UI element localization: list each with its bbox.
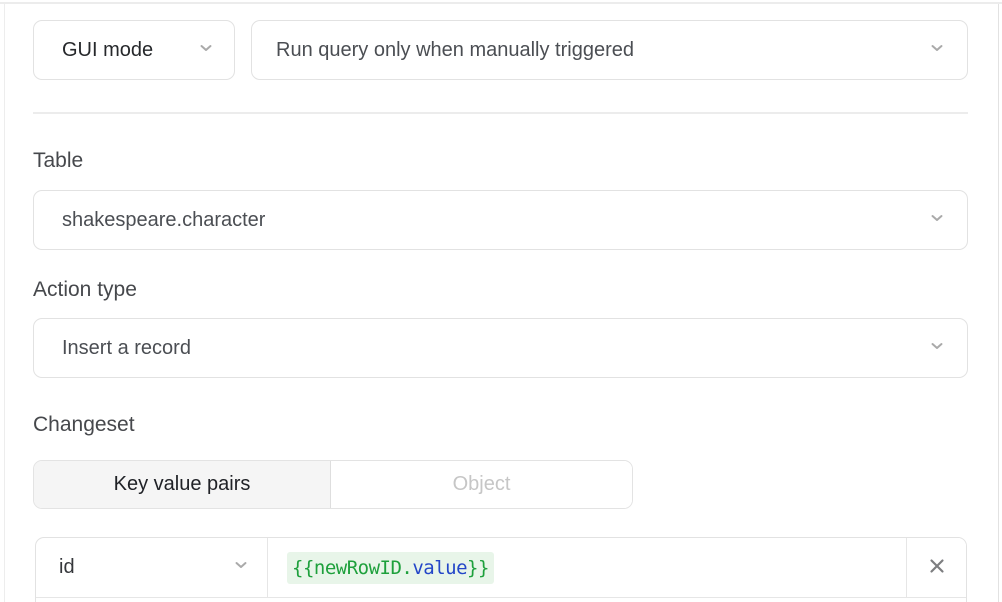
code-expression-chip: {{newRowID.value}} xyxy=(287,551,494,584)
query-settings-row: GUI mode Run query only when manually tr… xyxy=(33,20,968,80)
changeset-label: Changeset xyxy=(33,413,135,436)
remove-row-button[interactable] xyxy=(906,538,966,597)
changeset-key-value: id xyxy=(59,556,75,578)
section-divider xyxy=(33,112,968,114)
changeset-key-select[interactable]: id xyxy=(36,538,268,597)
panel-top-border xyxy=(0,2,1002,4)
table-select[interactable]: shakespeare.character xyxy=(33,190,968,250)
code-token: value xyxy=(412,556,468,579)
panel-left-border xyxy=(4,4,5,602)
close-icon xyxy=(926,555,948,580)
action-type-select[interactable]: Insert a record xyxy=(33,318,968,378)
changeset-format-toggle: Key value pairs Object xyxy=(33,460,633,509)
query-mode-value: GUI mode xyxy=(62,38,154,61)
code-token: }} xyxy=(467,556,489,579)
chevron-down-icon xyxy=(929,210,945,231)
changeset-rows-container: id {{newRowID.value}} xyxy=(35,537,967,602)
changeset-row: id {{newRowID.value}} xyxy=(36,538,966,598)
run-trigger-select[interactable]: Run query only when manually triggered xyxy=(251,20,968,80)
panel-right-border xyxy=(998,4,999,602)
run-trigger-value: Run query only when manually triggered xyxy=(276,38,634,61)
chevron-down-icon xyxy=(929,338,945,359)
toggle-object[interactable]: Object xyxy=(331,461,632,508)
chevron-down-icon xyxy=(233,557,249,578)
chevron-down-icon xyxy=(929,40,945,61)
query-mode-select[interactable]: GUI mode xyxy=(33,20,235,80)
code-token: {{newRowID. xyxy=(292,556,413,579)
changeset-value-input[interactable]: {{newRowID.value}} xyxy=(268,538,906,597)
table-select-value: shakespeare.character xyxy=(62,208,266,231)
action-type-value: Insert a record xyxy=(62,336,191,359)
action-type-label: Action type xyxy=(33,278,137,301)
toggle-key-value-pairs[interactable]: Key value pairs xyxy=(34,461,331,508)
table-label: Table xyxy=(33,149,84,172)
chevron-down-icon xyxy=(198,40,214,61)
